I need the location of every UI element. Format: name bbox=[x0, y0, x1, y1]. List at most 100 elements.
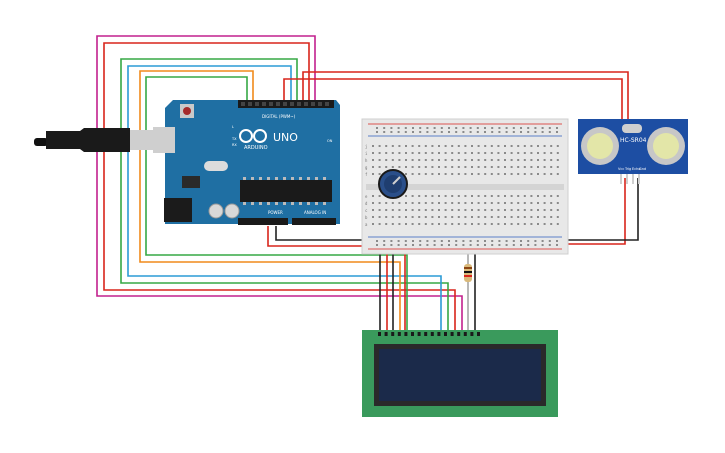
breadboard-hole bbox=[398, 209, 401, 211]
breadboard-hole bbox=[490, 152, 493, 154]
breadboard-rail-hole bbox=[484, 244, 486, 246]
row-label-a: a bbox=[365, 222, 368, 227]
breadboard-hole bbox=[405, 209, 407, 211]
lcd-pin bbox=[391, 332, 395, 336]
lcd-pin bbox=[404, 332, 408, 336]
row-label-g: g bbox=[365, 165, 368, 170]
breadboard-hole bbox=[431, 159, 434, 161]
breadboard-hole bbox=[411, 145, 414, 147]
breadboard-hole bbox=[556, 216, 559, 218]
breadboard-hole bbox=[418, 145, 421, 147]
breadboard-hole bbox=[484, 152, 487, 154]
breadboard-hole bbox=[372, 145, 374, 147]
breadboard-hole bbox=[537, 166, 539, 168]
breadboard-hole bbox=[471, 152, 473, 154]
wire-green-long bbox=[120, 58, 449, 330]
breadboard-hole bbox=[497, 152, 500, 154]
breadboard-rail-hole bbox=[462, 127, 465, 129]
breadboard-hole bbox=[490, 202, 493, 204]
breadboard-rail-hole bbox=[412, 127, 414, 129]
breadboard-hole bbox=[556, 202, 559, 204]
breadboard-hole bbox=[471, 166, 473, 168]
breadboard-hole bbox=[431, 173, 434, 175]
breadboard-hole bbox=[523, 195, 526, 197]
breadboard-rail-hole bbox=[433, 127, 436, 129]
breadboard-hole bbox=[537, 209, 539, 211]
wire-blue bbox=[127, 65, 442, 330]
breadboard-hole bbox=[391, 152, 394, 154]
breadboard-hole bbox=[431, 216, 434, 218]
breadboard-rail-hole bbox=[541, 244, 544, 246]
breadboard-rail-hole bbox=[520, 127, 522, 129]
breadboard-rail-hole bbox=[505, 244, 508, 246]
breadboard-hole bbox=[391, 202, 394, 204]
breadboard-hole bbox=[378, 159, 381, 161]
breadboard-hole bbox=[504, 173, 506, 175]
breadboard-hole bbox=[405, 152, 407, 154]
breadboard-hole bbox=[504, 152, 506, 154]
breadboard-hole bbox=[543, 202, 546, 204]
analog-header-label: ANALOG IN bbox=[304, 210, 326, 215]
breadboard-hole bbox=[464, 173, 467, 175]
breadboard-hole bbox=[451, 209, 454, 211]
breadboard-hole bbox=[431, 152, 434, 154]
breadboard-rail-hole bbox=[527, 127, 530, 129]
breadboard-hole bbox=[477, 152, 480, 154]
breadboard-hole bbox=[424, 195, 427, 197]
breadboard-rail-hole bbox=[520, 240, 522, 242]
breadboard-hole bbox=[530, 223, 533, 225]
breadboard-hole bbox=[431, 145, 434, 147]
breadboard-hole bbox=[457, 152, 460, 154]
breadboard-hole bbox=[444, 166, 447, 168]
breadboard-hole bbox=[457, 173, 460, 175]
breadboard-hole bbox=[504, 159, 506, 161]
breadboard-hole bbox=[550, 152, 553, 154]
breadboard-hole bbox=[556, 195, 559, 197]
breadboard-hole bbox=[451, 173, 454, 175]
breadboard-hole bbox=[372, 195, 374, 197]
breadboard-hole bbox=[543, 216, 546, 218]
lcd-screen bbox=[379, 349, 541, 401]
breadboard-hole bbox=[411, 209, 414, 211]
breadboard-hole bbox=[497, 166, 500, 168]
sensor-pin-gnd: Gnd bbox=[639, 167, 646, 171]
row-label-i: i bbox=[365, 151, 368, 156]
breadboard-hole bbox=[438, 195, 440, 197]
breadboard-hole bbox=[418, 159, 421, 161]
breadboard-hole bbox=[398, 223, 401, 225]
breadboard-hole bbox=[372, 166, 374, 168]
breadboard-hole bbox=[550, 145, 553, 147]
breadboard-hole bbox=[517, 195, 520, 197]
breadboard-hole bbox=[471, 216, 473, 218]
breadboard-hole bbox=[378, 223, 381, 225]
breadboard-hole bbox=[556, 145, 559, 147]
wire-red-5v bbox=[267, 226, 370, 247]
sensor-model-text: HC-SR04 bbox=[620, 137, 647, 144]
breadboard-rail-hole bbox=[462, 244, 465, 246]
breadboard-hole bbox=[523, 166, 526, 168]
breadboard-hole bbox=[378, 173, 381, 175]
breadboard-hole bbox=[411, 195, 414, 197]
breadboard-hole bbox=[451, 223, 454, 225]
breadboard-hole bbox=[490, 209, 493, 211]
breadboard-rail-hole bbox=[556, 244, 558, 246]
breadboard-hole bbox=[411, 152, 414, 154]
breadboard-hole bbox=[530, 152, 533, 154]
lcd-pin bbox=[437, 332, 441, 336]
breadboard-hole bbox=[484, 159, 487, 161]
breadboard-rail-hole bbox=[512, 127, 515, 129]
breadboard-rail-hole bbox=[397, 127, 400, 129]
breadboard-rail-hole bbox=[534, 127, 537, 129]
breadboard-rail-hole bbox=[455, 131, 458, 133]
breadboard-rail-hole bbox=[419, 240, 422, 242]
breadboard-hole bbox=[510, 195, 513, 197]
breadboard-rail-hole bbox=[376, 240, 378, 242]
lcd-pin bbox=[430, 332, 434, 336]
breadboard-hole bbox=[372, 152, 374, 154]
breadboard-hole bbox=[424, 223, 427, 225]
l-label: L bbox=[232, 125, 234, 129]
breadboard-hole bbox=[484, 173, 487, 175]
breadboard-rail-hole bbox=[440, 240, 443, 242]
hc-sr04-sensor: HC-SR04 Vcc Trig Echo Gnd bbox=[578, 119, 688, 184]
